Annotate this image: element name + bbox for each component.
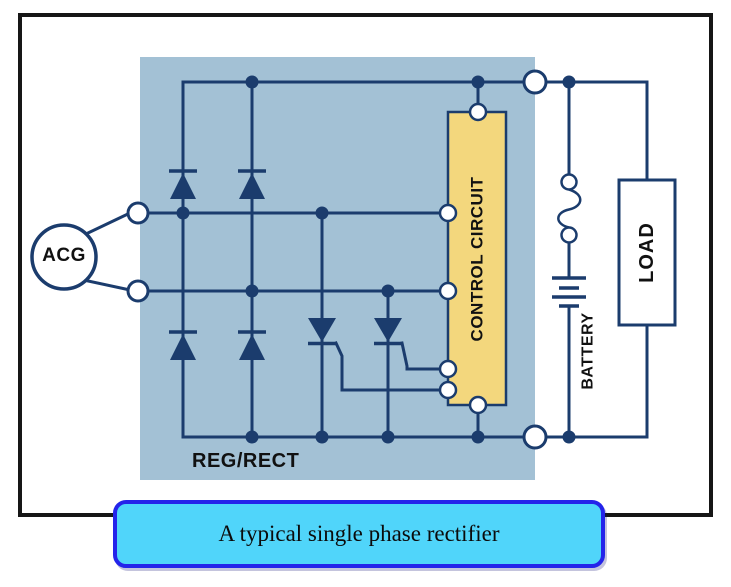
caption-text: A typical single phase rectifier (218, 521, 500, 546)
wires (86, 80, 649, 439)
control-terminal-gate1 (438, 380, 458, 400)
acg-label: ACG (42, 245, 86, 266)
control-terminal-gate2 (438, 359, 458, 379)
load-label: LOAD (635, 222, 658, 283)
battery-symbol (552, 276, 586, 308)
fuse (557, 173, 582, 244)
dc-output-terminal-pos (522, 69, 548, 95)
control-terminal-bottom (468, 395, 488, 415)
diode-1 (169, 169, 197, 199)
scr-2 (374, 318, 402, 346)
ac-input-terminal-1 (126, 201, 150, 225)
control-circuit-label-wrap: CONTROL CIRCUIT (448, 112, 506, 405)
load-label-wrap: LOAD (619, 180, 675, 325)
battery-label-wrap: BATTERY (574, 292, 604, 410)
scr-1 (308, 318, 336, 346)
dc-output-terminal-neg (522, 424, 548, 450)
control-circuit-label: CONTROL CIRCUIT (467, 176, 486, 341)
junction-dots (176, 75, 576, 444)
diode-3 (169, 330, 197, 360)
acg-generator-circle (30, 223, 98, 291)
diode-2 (238, 169, 266, 199)
control-terminal-top (468, 102, 488, 122)
terminals (126, 69, 548, 450)
load-box (617, 178, 677, 327)
reg-rect-label: REG/RECT (192, 450, 300, 472)
control-terminal-ac1 (438, 203, 458, 223)
diode-4 (238, 330, 266, 360)
scr-gate-leads (334, 341, 442, 392)
caption-box: A typical single phase rectifier (113, 500, 605, 568)
ac-input-terminal-2 (126, 279, 150, 303)
battery-label: BATTERY (580, 312, 597, 390)
control-terminal-ac2 (438, 281, 458, 301)
